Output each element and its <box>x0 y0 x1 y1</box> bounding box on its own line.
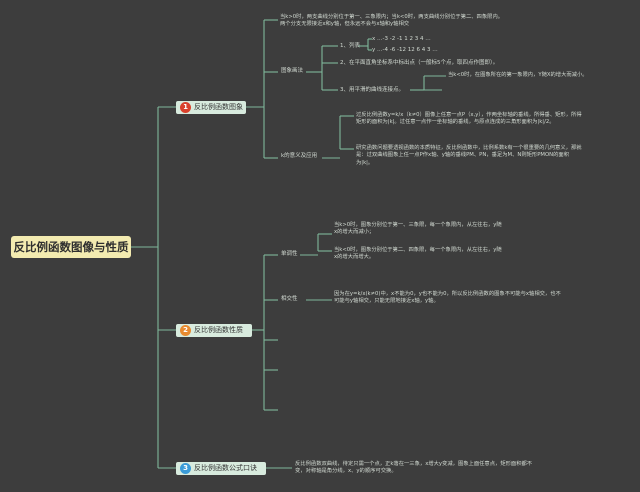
k-meaning-para1: 过反比例函数y=k/x（k≠0）图像上任意一点P（x,y），作两坐标轴的垂线，所… <box>356 112 582 126</box>
branch-formula-label: 反比例函数公式口诀 <box>194 464 257 472</box>
drawing-method-label: 图象画法 <box>281 68 304 74</box>
branch-properties-label: 反比例函数性质 <box>194 326 243 334</box>
step1-y-row: y …-4 -6 -12 12 6 4 3 … <box>372 47 438 53</box>
formula-mnemonic: 反比例函数双曲线，待定只需一个点，正k落在一三象，x增大y变减，图象上面任意点，… <box>295 461 533 475</box>
monotonic-p1: 当k>0时，图象分别位于第一、三象限，每一个象限内，从左往右，y随x的增大而减小… <box>334 222 502 236</box>
badge-1: 1 <box>180 102 191 113</box>
branch-graph-label: 反比例函数图象 <box>194 103 243 111</box>
monotonic-label: 单调性 <box>281 251 298 257</box>
step2-text: 2、在平面直角坐标系中标出点（一般标5个点，取四点作图即）。 <box>340 60 499 66</box>
intersection-p1: 因为在y=k/x(k≠0)中，x不能为0，y也不能为0，所以反比例函数的图象不可… <box>334 291 561 305</box>
graph-quadrant-note: 当k>0时，两支曲线分别位于第一、三象限内；当k<0时，两支曲线分别位于第二、四… <box>280 14 504 28</box>
intersection-label: 相交性 <box>281 296 298 302</box>
k-meaning-label: k的意义及应用 <box>281 153 318 159</box>
badge-2: 2 <box>180 325 191 336</box>
monotonic-p2: 当k<0时，图象分别位于第二、四象限，每一个象限内，从左往右，y随x的增大而增大… <box>334 247 502 261</box>
badge-3: 3 <box>180 463 191 474</box>
root-topic: 反比例函数图像与性质 <box>11 236 131 258</box>
branch-formula: 3 反比例函数公式口诀 <box>176 462 266 475</box>
step3-text: 3、用平滑的曲线连接点。 <box>340 87 405 93</box>
step1-label: 1、列表 <box>340 43 360 49</box>
branch-properties: 2 反比例函数性质 <box>176 324 252 337</box>
step1-x-row: x …-3 -2 -1 1 2 3 4 … <box>372 36 431 42</box>
step3-note: 当k<0时，在图象所在的第一象限内，Y随X的增大而减小。 <box>448 72 588 78</box>
branch-graph: 1 反比例函数图象 <box>176 101 246 114</box>
k-meaning-para2: 研究函数问题要透视函数的本质特征，反比例函数中，比例系数k有一个很重要的几何意义… <box>356 145 582 166</box>
